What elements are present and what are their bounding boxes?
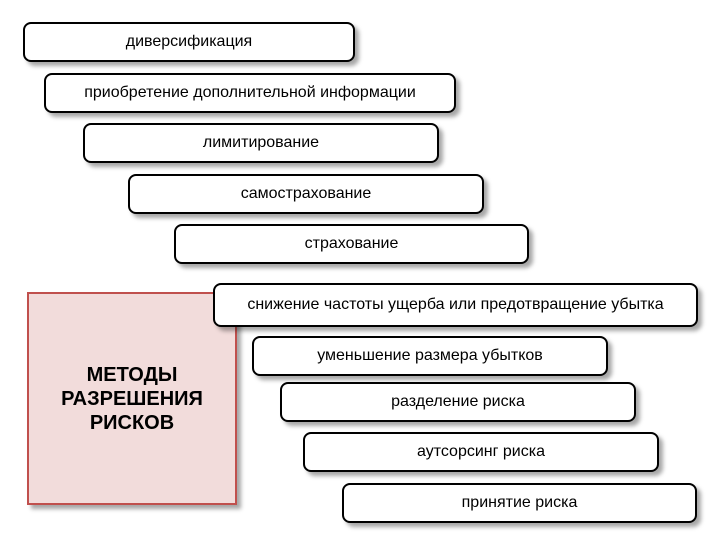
- method-limiting: лимитирование: [83, 123, 439, 163]
- method-loss-reduction: уменьшение размера убытков: [252, 336, 608, 376]
- method-additional-information: приобретение дополнительной информации: [44, 73, 456, 113]
- method-risk-outsourcing: аутсорсинг риска: [303, 432, 659, 472]
- method-risk-acceptance: принятие риска: [342, 483, 697, 523]
- main-title: МЕТОДЫ РАЗРЕШЕНИЯ РИСКОВ: [61, 363, 203, 434]
- method-loss-prevention: снижение частоты ущерба или предотвращен…: [213, 283, 698, 327]
- risk-resolution-methods-box: МЕТОДЫ РАЗРЕШЕНИЯ РИСКОВ: [27, 292, 237, 505]
- method-risk-sharing: разделение риска: [280, 382, 636, 422]
- method-insurance: страхование: [174, 224, 529, 264]
- method-self-insurance: самострахование: [128, 174, 484, 214]
- method-diversification: диверсификация: [23, 22, 355, 62]
